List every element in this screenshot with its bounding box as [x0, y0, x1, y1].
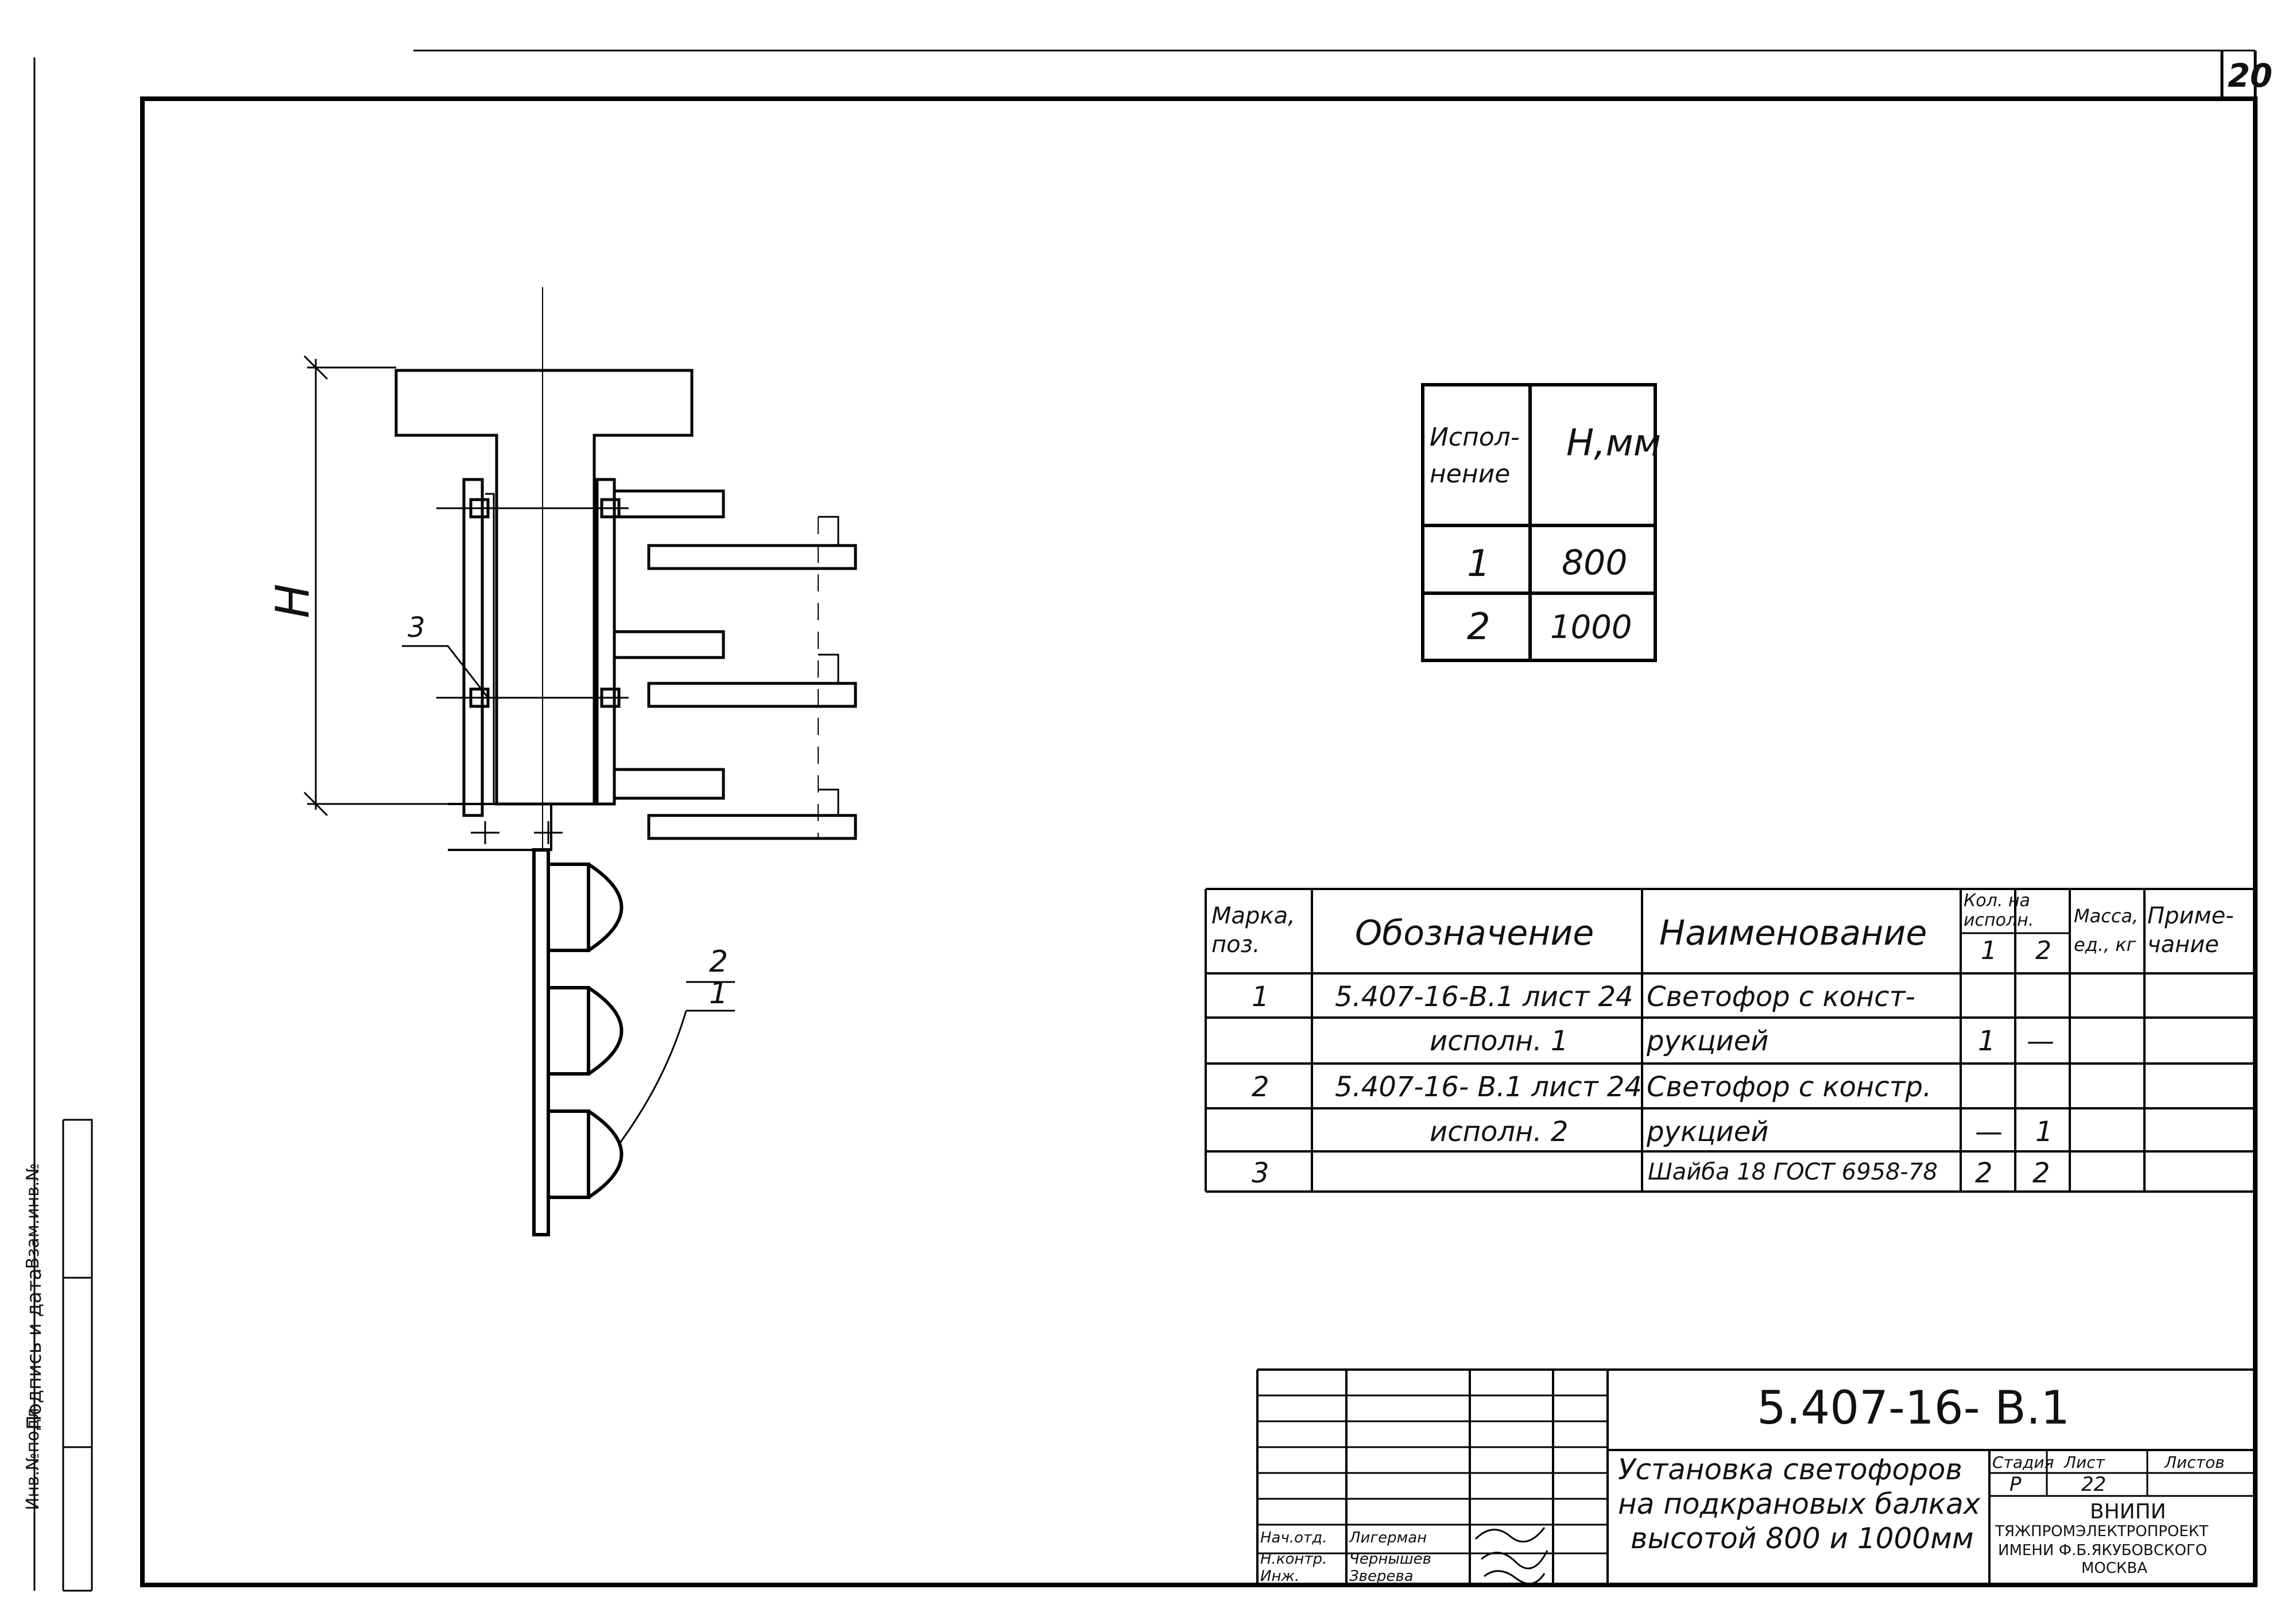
page-number: 20	[2228, 57, 2272, 95]
spec-row-2-designation: исполн. 1	[1430, 1025, 1569, 1057]
spec-header-name: Наименование	[1659, 913, 1927, 953]
staff-role-1: Нач.отд.	[1260, 1529, 1327, 1546]
spec-table-lines	[1205, 888, 2255, 1193]
spec-row-2-name: рукцией	[1647, 1025, 1769, 1057]
traffic-light	[532, 848, 624, 1236]
crane-beam	[394, 287, 857, 851]
spec-row-4-q2: 1	[2035, 1116, 2053, 1148]
spec-header-mass: Масса, ед., кг	[2074, 905, 2139, 956]
sheet-label: Лист	[2064, 1453, 2105, 1472]
sheet-value: 22	[2081, 1473, 2107, 1496]
spec-row-1-mark: 1	[1252, 981, 1269, 1013]
org-line-1: ВНИПИ	[2090, 1500, 2166, 1524]
variants-table-lines	[1421, 383, 1657, 662]
org-line-4: МОСКВА	[2081, 1560, 2148, 1577]
callout-1-label: 1	[709, 976, 729, 1011]
title-line-3: высотой 800 и 1000мм	[1631, 1522, 1974, 1555]
spec-row-1-name: Светофор с конст-	[1647, 981, 1915, 1013]
variants-row-1-variant: 1	[1467, 543, 1490, 585]
spec-row-3-designation: 5.407-16- В.1 лист 24	[1335, 1071, 1642, 1103]
spec-row-3-mark: 2	[1252, 1071, 1269, 1103]
dimension-h-label: H	[266, 583, 320, 618]
org-line-3: ИМЕНИ Ф.Б.ЯКУБОВСКОГО	[1998, 1542, 2208, 1559]
spec-row-5-q1: 2	[1975, 1157, 1993, 1189]
staff-role-3: Инж.	[1260, 1568, 1300, 1585]
spec-row-4-designation: исполн. 2	[1430, 1116, 1569, 1148]
spec-header-qty-1: 1	[1981, 936, 1997, 965]
stage-value: Р	[2010, 1473, 2022, 1496]
side-stamp-lines	[63, 1119, 93, 1592]
spec-row-5-mark: 3	[1252, 1157, 1269, 1189]
drawing-code: 5.407-16- В.1	[1757, 1381, 2070, 1434]
variants-row-1-h: 800	[1562, 543, 1628, 583]
variants-header-h: H,мм	[1566, 422, 1662, 465]
variants-header-variant: Испол-нение	[1430, 423, 1520, 489]
org-line-2: ТЯЖПРОМЭЛЕКТРОПРОЕКТ	[1995, 1523, 2209, 1540]
stage-label: Стадия	[1992, 1453, 2054, 1472]
title-line-1: Установка светофоров	[1618, 1453, 1962, 1486]
staff-name-3: Зверева	[1349, 1568, 1414, 1585]
spec-row-4-name: рукцией	[1647, 1116, 1769, 1148]
spec-header-mark: Марка, поз.	[1211, 903, 1295, 958]
title-block-lines	[1256, 1368, 2255, 1585]
spec-row-5-q2: 2	[2032, 1157, 2050, 1189]
callout-2-label: 2	[709, 945, 729, 979]
spec-row-1-designation: 5.407-16-В.1 лист 24	[1335, 981, 1633, 1013]
h-dimension	[303, 355, 497, 817]
variants-row-2-h: 1000	[1550, 609, 1632, 646]
staff-role-2: Н.контр.	[1260, 1550, 1327, 1568]
spec-row-5-name: Шайба 18 ГОСТ 6958-78	[1648, 1159, 1938, 1185]
spec-header-qty-2: 2	[2035, 936, 2051, 965]
spec-row-3-name: Светофор с констр.	[1647, 1071, 1932, 1103]
title-line-2: на подкрановых балках	[1618, 1487, 1981, 1521]
callout-3-label: 3	[408, 612, 425, 644]
spec-row-2-q2: —	[2027, 1025, 2054, 1057]
variants-row-2-variant: 2	[1467, 606, 1490, 648]
spec-header-note: Приме-чание	[2147, 903, 2234, 958]
spec-row-2-q1: 1	[1978, 1025, 1996, 1057]
spec-header-designation: Обозначение	[1355, 913, 1594, 953]
staff-name-2: Чернышев	[1349, 1550, 1431, 1568]
side-stamp-replace-inv: Взам.инв.№	[23, 1163, 43, 1269]
sheets-label: Листов	[2165, 1453, 2225, 1472]
spec-header-qty: Кол. на исполн.	[1964, 891, 2034, 930]
staff-name-1: Лигерман	[1349, 1529, 1427, 1546]
spec-row-4-q1: —	[1975, 1116, 2003, 1148]
side-stamp-signature-date: Подпись и дата	[23, 1268, 46, 1430]
